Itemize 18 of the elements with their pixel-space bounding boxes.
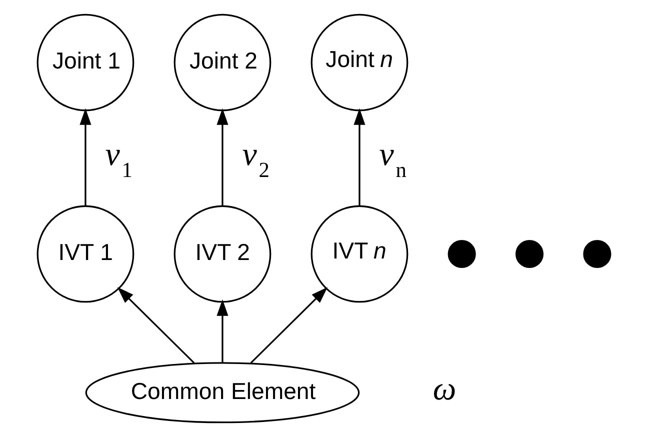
node-ellipse: Common Element <box>84 362 360 424</box>
edge-label: v$_{1}$ <box>104 136 132 182</box>
node-circle: Joint 2 <box>173 14 271 112</box>
arrow <box>216 108 228 206</box>
node-circle: IVT 2 <box>173 205 271 303</box>
node-circle <box>514 240 544 268</box>
node-circle: Joint n <box>310 14 408 112</box>
arrow <box>250 287 328 364</box>
node-circle <box>582 240 611 268</box>
arrow <box>216 299 228 362</box>
arrow <box>353 108 365 206</box>
edge-label: v$_{2}$ <box>242 136 270 182</box>
edge-label: v$_{n}$ <box>378 136 406 182</box>
arrow <box>79 108 91 206</box>
label: ω <box>432 371 456 408</box>
arrow <box>116 287 194 364</box>
node-circle: Joint 1 <box>36 14 134 112</box>
node-circle <box>447 240 476 268</box>
